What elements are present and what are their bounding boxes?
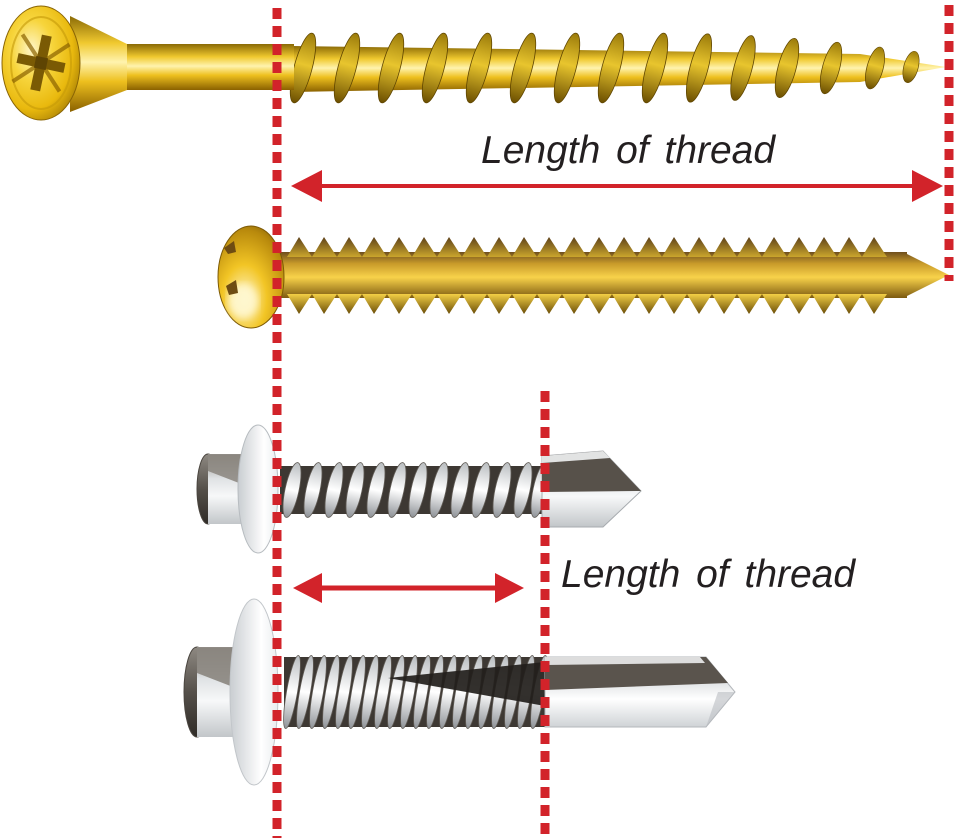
screw2-thread-core	[280, 252, 907, 298]
countersunk-pozi-screw	[1, 5, 946, 121]
screw2-tip	[903, 252, 949, 298]
annotation-overlay	[272, 5, 954, 838]
screw1-pozidriv-recess	[11, 33, 71, 93]
length-arrow-bottom	[293, 573, 524, 603]
pan-head-screw	[217, 225, 949, 329]
screw3-drill-point	[541, 450, 642, 528]
label-length-of-thread-top: Length of thread	[481, 129, 776, 172]
screw1-head-ring	[10, 16, 72, 110]
screw2-thread-crests-bottom	[287, 294, 887, 314]
screw1-shank	[122, 44, 294, 90]
arrowhead-left-icon	[293, 573, 322, 603]
screw2-pozidriv-recess	[224, 241, 238, 295]
arrowhead-right-icon	[912, 170, 943, 202]
hex-flange-self-drilling-screw-long	[183, 598, 736, 786]
arrowhead-right-icon	[495, 573, 524, 603]
length-arrow-top	[291, 170, 943, 202]
screw4-drill-point	[544, 656, 736, 728]
arrowhead-left-icon	[291, 170, 322, 202]
screw3-flange-washer	[237, 424, 279, 554]
screw1-countersink-cone	[70, 16, 127, 112]
screw2-thread-crests-top	[287, 237, 887, 257]
screw4-cutting-flute	[388, 662, 545, 706]
screw4-flange-washer	[229, 598, 279, 786]
hex-flange-self-drilling-screw-short	[196, 424, 642, 554]
label-length-of-thread-bottom: Length of thread	[561, 553, 856, 596]
